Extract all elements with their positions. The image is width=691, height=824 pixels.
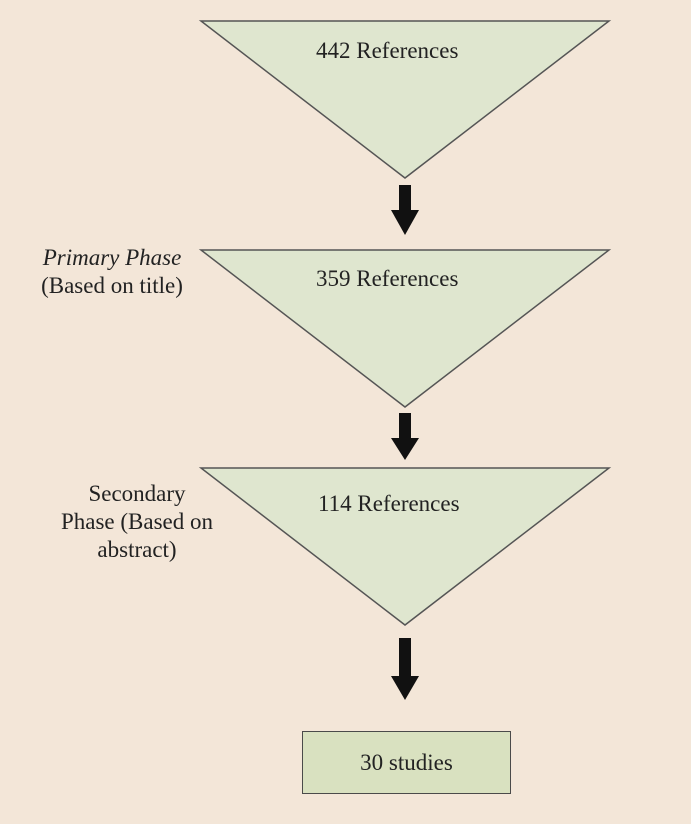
stage-1-label: 442 References	[316, 38, 459, 63]
secondary-phase-line-3: abstract)	[97, 537, 177, 562]
stage-2-label: 359 References	[316, 266, 459, 291]
included-studies-label: 30 studies	[360, 749, 453, 775]
stage-3-label: 114 References	[318, 491, 460, 516]
primary-phase-title: Primary Phase	[42, 245, 182, 270]
primary-phase-subtitle: (Based on title)	[41, 273, 183, 298]
funnel-stage-1	[198, 20, 612, 179]
funnel-stage-2	[198, 249, 612, 408]
down-arrow-3	[391, 638, 419, 700]
funnel-stage-3	[198, 467, 612, 626]
down-arrow-1	[391, 185, 419, 235]
secondary-phase-annotation: Secondary Phase (Based on abstract)	[48, 480, 226, 564]
secondary-phase-line-1: Secondary	[88, 481, 186, 506]
included-studies-box: 30 studies	[302, 731, 511, 794]
secondary-phase-line-2: Phase (Based on	[60, 509, 214, 534]
down-arrow-2	[391, 413, 419, 460]
primary-phase-annotation: Primary Phase (Based on title)	[20, 244, 204, 300]
